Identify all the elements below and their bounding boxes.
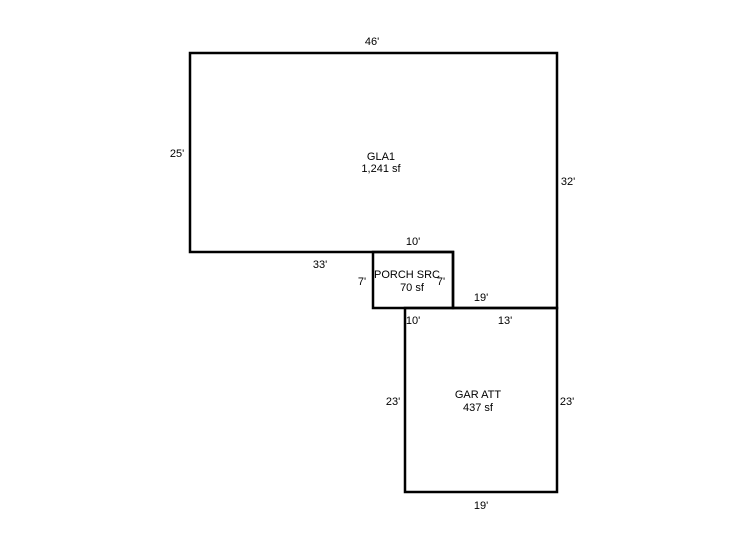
- garage-left-dimension: 23': [386, 396, 400, 408]
- gla1-area-label: 1,241 sf: [361, 163, 401, 175]
- porch-area-label: 70 sf: [400, 282, 425, 294]
- porch-left-dimension: 7': [358, 276, 366, 288]
- porch-name-label: PORCH SRC: [374, 269, 440, 281]
- porch-top-dimension: 10': [406, 236, 420, 248]
- gla-right-dimension: 32': [561, 176, 575, 188]
- garage-right-dimension: 23': [560, 396, 574, 408]
- porch-bottom-dimension: 10': [406, 315, 420, 327]
- gla-bottom-left-dimension: 33': [313, 259, 327, 271]
- gla-left-dimension: 25': [170, 148, 184, 160]
- garage-outline: [403, 306, 559, 494]
- garage-bottom-dimension: 19': [474, 500, 488, 512]
- gla-bottom-right-dimension: 19': [474, 292, 488, 304]
- gla1-name-label: GLA1: [367, 151, 395, 163]
- porch-right-dimension: 7': [437, 276, 445, 288]
- garage-name-label: GAR ATT: [455, 389, 502, 401]
- garage-top-dimension: 13': [498, 315, 512, 327]
- gla-top-dimension: 46': [365, 36, 379, 48]
- garage-area-label: 437 sf: [463, 402, 494, 414]
